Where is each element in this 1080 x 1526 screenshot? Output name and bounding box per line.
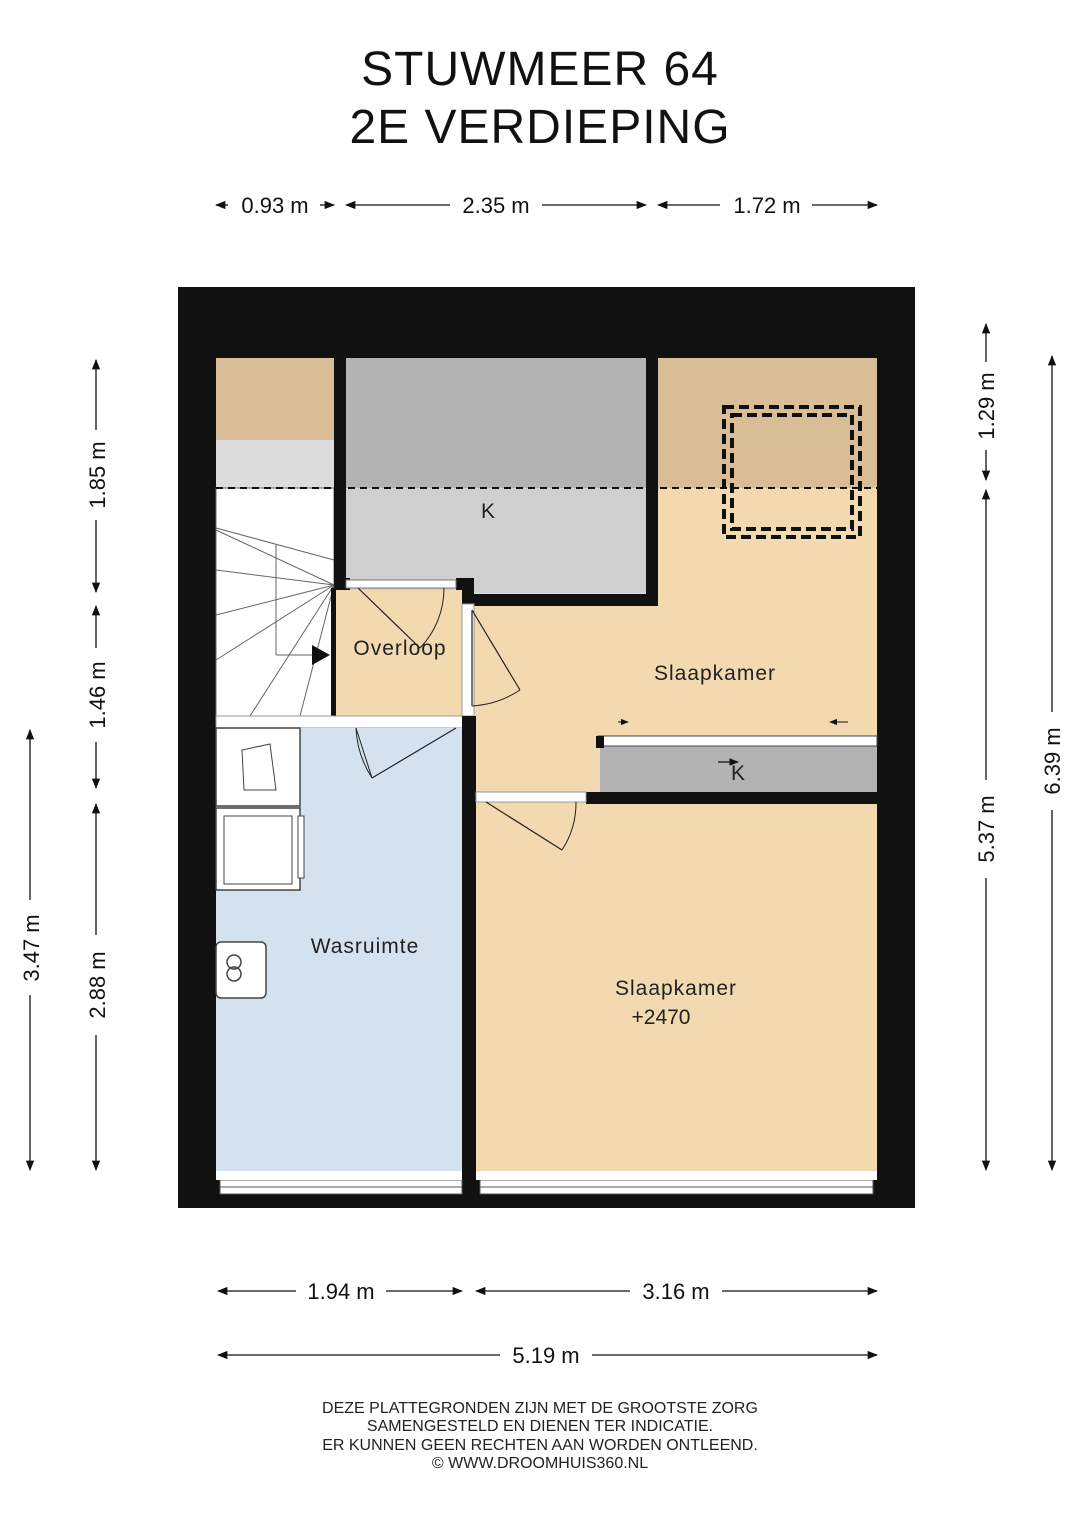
disclaimer-line-2: SAMENGESTELD EN DIENEN TER INDICATIE.	[366, 1418, 714, 1436]
dim-top-1: 0.93 m	[241, 193, 308, 218]
dim-top-2: 2.35 m	[462, 193, 529, 218]
room-label-bedroom2: Slaapkamer	[615, 977, 737, 1000]
window-strip-bedroom	[476, 1171, 877, 1180]
door-storage[interactable]	[345, 579, 457, 649]
plan-title-line2: 2E VERDIEPING	[349, 101, 731, 154]
washing-machine-icon	[215, 807, 305, 891]
room-label-closet: K	[731, 762, 745, 785]
window-strip-laundry	[216, 1171, 462, 1180]
dim-bottom-1: 1.94 m	[307, 1279, 374, 1304]
storage-closet-low	[346, 488, 646, 593]
stair-direction-arrow-icon	[312, 645, 330, 665]
staircase	[215, 487, 335, 717]
door-bedroom2[interactable]	[485, 801, 577, 851]
dim-left-outer: 3.47 m	[19, 914, 44, 981]
closet-strip	[600, 746, 877, 792]
dim-right-outer: 6.39 m	[1040, 727, 1065, 794]
closet-door-end	[596, 736, 604, 748]
dim-top-3: 1.72 m	[733, 193, 800, 218]
dim-right-inner-1: 1.29 m	[974, 372, 999, 439]
dim-bottom-total: 5.19 m	[512, 1343, 579, 1368]
room-label-storage: K	[481, 500, 495, 523]
attic-left	[216, 358, 334, 440]
room-label-overloop: Overloop	[353, 637, 446, 660]
room-label-laundry: Wasruimte	[311, 935, 420, 958]
wall-stair-right	[334, 358, 346, 588]
wall-storage-right	[646, 358, 658, 606]
closet-sliding-door	[597, 735, 878, 747]
dim-left-inner-1: 1.85 m	[85, 441, 110, 508]
room-level-bedroom2: +2470	[632, 1006, 691, 1029]
disclaimer-line-1: DEZE PLATTEGRONDEN ZIJN MET DE GROOTSTE …	[322, 1400, 758, 1417]
door-bedroom1[interactable]	[471, 609, 521, 707]
dim-left-inner-2: 1.46 m	[85, 661, 110, 728]
plan-title-line1: STUWMEER 64	[361, 43, 719, 96]
attic-right	[658, 358, 877, 488]
wall-storage-bottom	[462, 594, 658, 606]
dim-left-inner-3: 2.88 m	[85, 951, 110, 1018]
dryer-icon	[215, 727, 301, 807]
door-frame-bedroom2	[475, 791, 587, 803]
dim-right-inner-2: 5.37 m	[974, 795, 999, 862]
disclaimer-line-3: ER KUNNEN GEEN RECHTEN AAN WORDEN ONTLEE…	[322, 1436, 758, 1454]
disclaimer: DEZE PLATTEGRONDEN ZIJN MET DE GROOTSTE …	[0, 1400, 1080, 1474]
wall-stair-right-lower	[331, 588, 336, 716]
door-laundry[interactable]	[355, 727, 457, 779]
wall-laundry-right	[462, 716, 476, 1208]
dim-bottom-2: 3.16 m	[642, 1279, 709, 1304]
roof-window-icon	[722, 405, 862, 539]
disclaimer-line-4: © WWW.DROOMHUIS360.NL	[431, 1455, 649, 1473]
stair-landing	[216, 440, 334, 488]
attic-top-strip	[216, 325, 877, 358]
wall-bedrooms-divider	[586, 792, 877, 804]
dimension-lines	[25, 200, 1057, 1360]
boiler-icon	[215, 941, 267, 999]
room-label-bedroom1: Slaapkamer	[654, 662, 776, 685]
wall-laundry-top	[215, 715, 475, 729]
